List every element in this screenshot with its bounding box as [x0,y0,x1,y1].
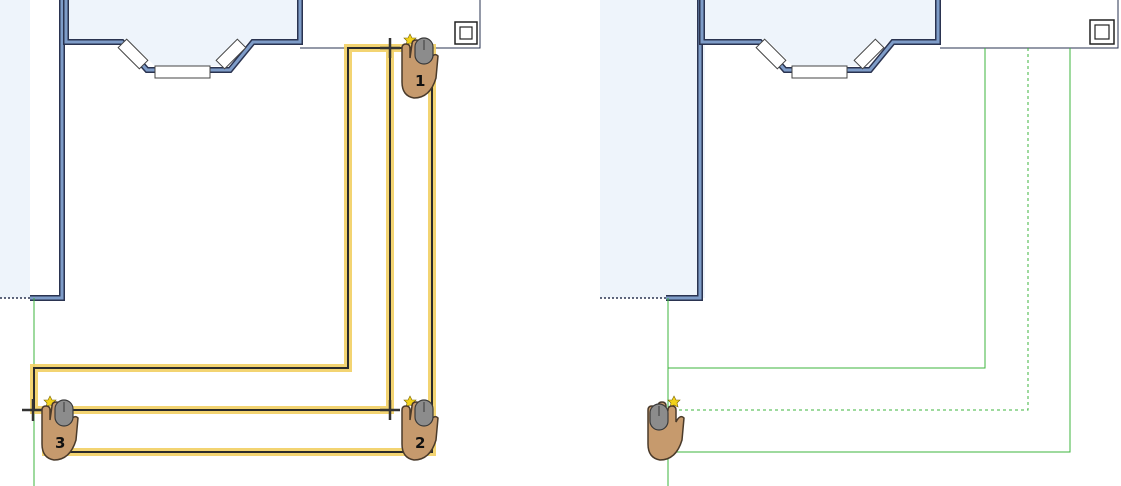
hand-mouse-click-icon-step-2: 2 [401,395,439,461]
wire-run-1 [668,48,986,369]
room-left-fill [600,0,705,298]
room-left-fill [0,0,30,298]
wire-run-2-dashed [668,48,1029,411]
window-pane-center [791,65,848,79]
step-number-1: 1 [415,72,425,90]
step-number-3: 3 [55,434,65,452]
left-canvas: 1 2 3 [0,0,481,486]
wall-left-room [30,0,65,301]
wall-right-outline [940,0,1119,49]
highlight-path-outer [30,44,394,414]
hand-mouse-click-icon-step-3: 3 [41,395,79,461]
crosshair-icon [380,400,400,420]
step-number-2: 2 [415,434,425,452]
window-pane-left [117,38,149,70]
crosshair-icon [22,399,44,421]
window-pane-center [154,65,211,79]
room-top-fill [66,0,300,66]
room-top-fill [702,0,938,66]
wire-run-3 [668,48,1071,453]
window-pane-right [853,38,885,70]
right-panel-result-wires [560,0,1121,486]
window-pane-left [755,38,787,70]
window-pane-right [215,38,247,70]
crosshair-icon [380,38,400,58]
highlight-path-inner [42,44,436,456]
hand-mouse-click-icon-step-1: 1 [401,33,439,99]
left-panel-drawing-steps: 1 2 3 [0,0,560,486]
hand-mouse-click-icon [647,395,685,461]
right-canvas [600,0,1119,486]
